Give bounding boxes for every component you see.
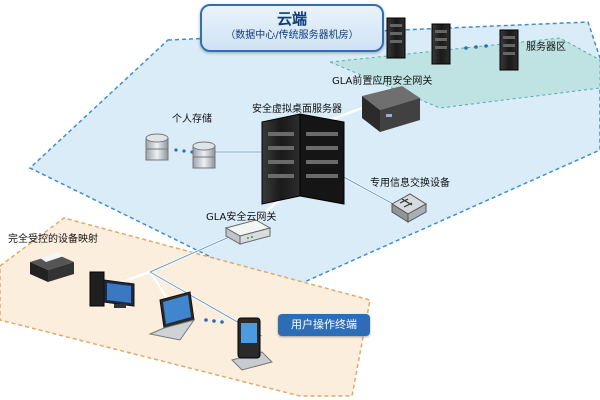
server-zone-label: 服务器区 [526, 42, 566, 53]
cloud-header-box: 云端 （数据中心/传统服务器机房） [200, 4, 384, 52]
personal-storage-label: 个人存储 [172, 114, 212, 125]
cloud-title: 云端 [276, 10, 307, 28]
exchange-switch-icon [391, 193, 427, 223]
handheld-terminal-icon [231, 317, 273, 371]
cloud-gateway-icon [224, 219, 272, 245]
virtual-desktop-server-label: 安全虚拟桌面服务器 [252, 104, 342, 115]
front-gateway-label: GLA前置应用安全网关 [332, 76, 433, 87]
desktop-computer-icon [89, 271, 135, 308]
server-rack-icon [499, 29, 519, 71]
info-exchange-label: 专用信息交换设备 [370, 178, 450, 189]
server-rack-icon [386, 17, 406, 59]
user-terminal-label: 用户操作终端 [278, 314, 370, 336]
printer-icon [30, 252, 74, 282]
gateway-appliance-icon [362, 86, 420, 132]
virtual-desktop-server-icon [261, 113, 345, 205]
laptop-icon [148, 291, 196, 341]
server-rack-icon [431, 23, 451, 65]
storage-disk-icon [145, 133, 169, 161]
device-mapping-label: 完全受控的设备映射 [8, 234, 98, 245]
cloud-subtitle: （数据中心/传统服务器机房） [225, 30, 359, 41]
cloud-gateway-label: GLA安全云网关 [206, 212, 277, 223]
ellipsis-icon [464, 44, 488, 50]
storage-disk-icon [192, 141, 216, 169]
ellipsis-icon [204, 318, 224, 324]
